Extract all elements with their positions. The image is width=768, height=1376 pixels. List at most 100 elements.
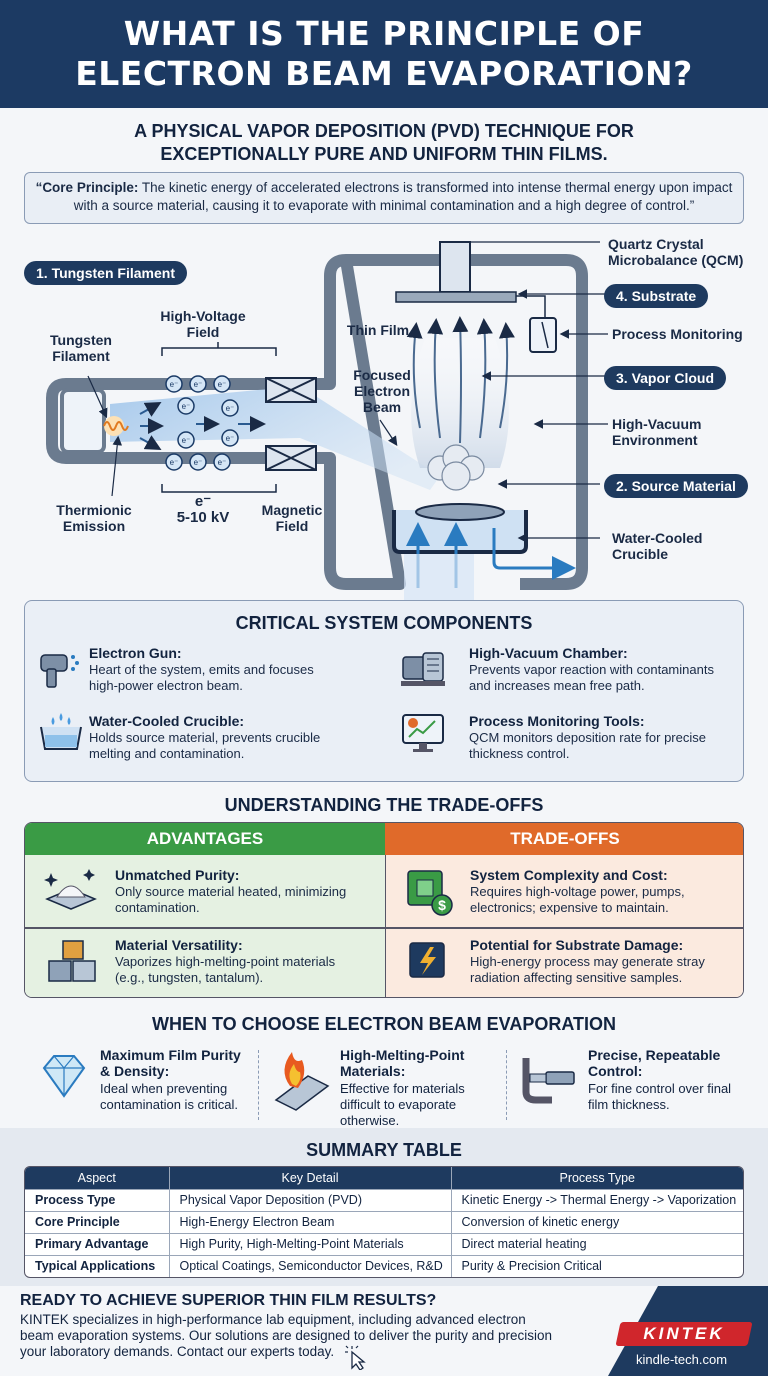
label-process-monitoring: Process Monitoring <box>612 326 743 342</box>
logo-text: KINTEK <box>643 1324 725 1343</box>
table-cell: Typical Applications <box>25 1254 169 1277</box>
electron-label: e⁻ <box>226 404 235 413</box>
desc-line: thickness control. <box>469 746 570 761</box>
label-line: Tungsten <box>50 332 112 348</box>
electron-label: e⁻ <box>194 458 203 467</box>
advantages-header: ADVANTAGES <box>25 823 385 855</box>
label-line: Focused <box>353 367 411 383</box>
desc-line: electronics; expensive to maintain. <box>470 900 669 915</box>
advantage-title: Unmatched Purity: <box>115 867 240 883</box>
desc-line: Prevents vapor reaction with contaminant… <box>469 662 714 677</box>
table-header: Aspect <box>25 1167 169 1189</box>
desc-line: For fine control over final <box>588 1081 732 1096</box>
subtitle: A PHYSICAL VAPOR DEPOSITION (PVD) TECHNI… <box>20 120 748 166</box>
electron-label: e⁻ <box>170 458 179 467</box>
component-title: Water-Cooled Crucible: <box>89 713 245 729</box>
summary-table: Aspect Key Detail Process Type Process T… <box>25 1167 743 1277</box>
cta-line: beam evaporation systems. Our solutions … <box>20 1328 553 1343</box>
flame-metal-icon <box>274 1052 330 1111</box>
quote-text: The kinetic energy of accelerated electr… <box>73 180 733 213</box>
electron-label: e⁻ <box>226 434 235 443</box>
electron-label: e⁻ <box>182 402 191 411</box>
hv-field-bracket <box>161 342 277 356</box>
material-blocks-icon <box>48 940 96 982</box>
table-row: Primary Advantage High Purity, High-Melt… <box>25 1232 743 1255</box>
title-line: & Density: <box>100 1063 170 1079</box>
acceleration-arrows <box>139 402 266 450</box>
desc-line: melting and contamination. <box>89 746 245 761</box>
electron-label: e⁻ <box>218 458 227 467</box>
electron-label: e⁻ <box>182 436 191 445</box>
table-cell: High Purity, High-Melting-Point Material… <box>168 1232 451 1255</box>
desc-line: high-power electron beam. <box>89 678 243 693</box>
kintek-logo[interactable]: KINTEK <box>615 1322 753 1346</box>
filament-coil-icon <box>103 416 129 436</box>
desc-line: QCM monitors deposition rate for precise <box>469 730 706 745</box>
table-cell: Direct material heating <box>450 1232 743 1255</box>
summary-table-wrap: Aspect Key Detail Process Type Process T… <box>24 1166 744 1278</box>
desc-line: contamination is critical. <box>100 1097 238 1112</box>
pill-substrate: 4. Substrate <box>604 284 709 308</box>
table-header: Key Detail <box>168 1167 451 1189</box>
desc-line: radiation affecting sensitive samples. <box>470 970 683 985</box>
damaged-chip-icon <box>409 942 445 978</box>
pill-vapor-cloud: 3. Vapor Cloud <box>604 366 727 390</box>
vacuum-chamber <box>46 254 588 590</box>
label-line: Filament <box>52 348 110 364</box>
label-line: Emission <box>62 518 126 534</box>
label-line: High-Voltage <box>160 308 246 324</box>
table-cell: Primary Advantage <box>25 1232 169 1255</box>
tradeoffs-table: ADVANTAGES TRADE-OFFS Unmatched Purity: … <box>24 822 744 998</box>
evaporation-puff <box>427 444 485 491</box>
voltage-bracket <box>161 484 277 493</box>
when-title: WHEN TO CHOOSE ELECTRON BEAM EVAPORATION <box>151 1014 617 1034</box>
cursor-click-icon <box>345 1345 366 1370</box>
component-desc: Holds source material, prevents crucible… <box>89 730 320 762</box>
page-header: WHAT IS THE PRINCIPLE OF ELECTRON BEAM E… <box>0 0 768 108</box>
component-title: High-Vacuum Chamber: <box>469 645 628 661</box>
component-title: Process Monitoring Tools: <box>469 713 645 729</box>
advantage-desc: Vaporizes high-melting-point materials(e… <box>115 954 335 986</box>
magnetic-coil-icon <box>265 377 317 471</box>
desc-line: Effective for materials <box>340 1081 465 1096</box>
desc-line: (e.g., tungsten, tantalum). <box>115 970 264 985</box>
label-line: Environment <box>612 432 698 448</box>
micrometer-icon <box>522 1058 575 1104</box>
title-line-1: WHAT IS THE PRINCIPLE OF <box>123 14 645 53</box>
tradeoff-desc: Requires high-voltage power, pumps,elect… <box>470 884 685 916</box>
when-item-title: Maximum Film Purity& Density: <box>100 1047 241 1079</box>
qcm-sensor <box>529 317 557 353</box>
pill-tungsten-filament: 1. Tungsten Filament <box>24 261 187 285</box>
title-line: High-Melting-Point <box>340 1047 465 1063</box>
table-header: Process Type <box>450 1167 743 1189</box>
desc-line: film thickness. <box>588 1097 670 1112</box>
component-title: Electron Gun: <box>89 645 182 661</box>
ebeam-diagram: e⁻e⁻e⁻ e⁻e⁻ e⁻e⁻ e⁻e⁻e⁻ <box>46 241 608 600</box>
title-line-2: ELECTRON BEAM EVAPORATION? <box>75 54 693 93</box>
components-panel: CRITICAL SYSTEM COMPONENTS Electron Gun:… <box>24 600 744 782</box>
water-inlet <box>404 554 474 600</box>
subtitle-line-1: A PHYSICAL VAPOR DEPOSITION (PVD) TECHNI… <box>134 121 634 141</box>
brand-url[interactable]: kindle-tech.com <box>636 1352 728 1367</box>
label-line: Water-Cooled <box>612 530 703 546</box>
svg-text:$: $ <box>438 897 446 913</box>
table-cell: Optical Coatings, Semiconductor Devices,… <box>168 1254 451 1277</box>
summary-title: SUMMARY TABLE <box>306 1140 462 1160</box>
cta-title: READY TO ACHIEVE SUPERIOR THIN FILM RESU… <box>20 1292 437 1309</box>
desc-line: Ideal when preventing <box>100 1081 228 1096</box>
table-header-row: Aspect Key Detail Process Type <box>25 1167 743 1189</box>
table-row: Typical Applications Optical Coatings, S… <box>25 1254 743 1277</box>
tradeoffs-header: TRADE-OFFS <box>385 823 743 855</box>
electron-beam <box>110 386 440 490</box>
table-cell: Core Principle <box>25 1210 169 1233</box>
desc-line: otherwise. <box>340 1113 400 1128</box>
